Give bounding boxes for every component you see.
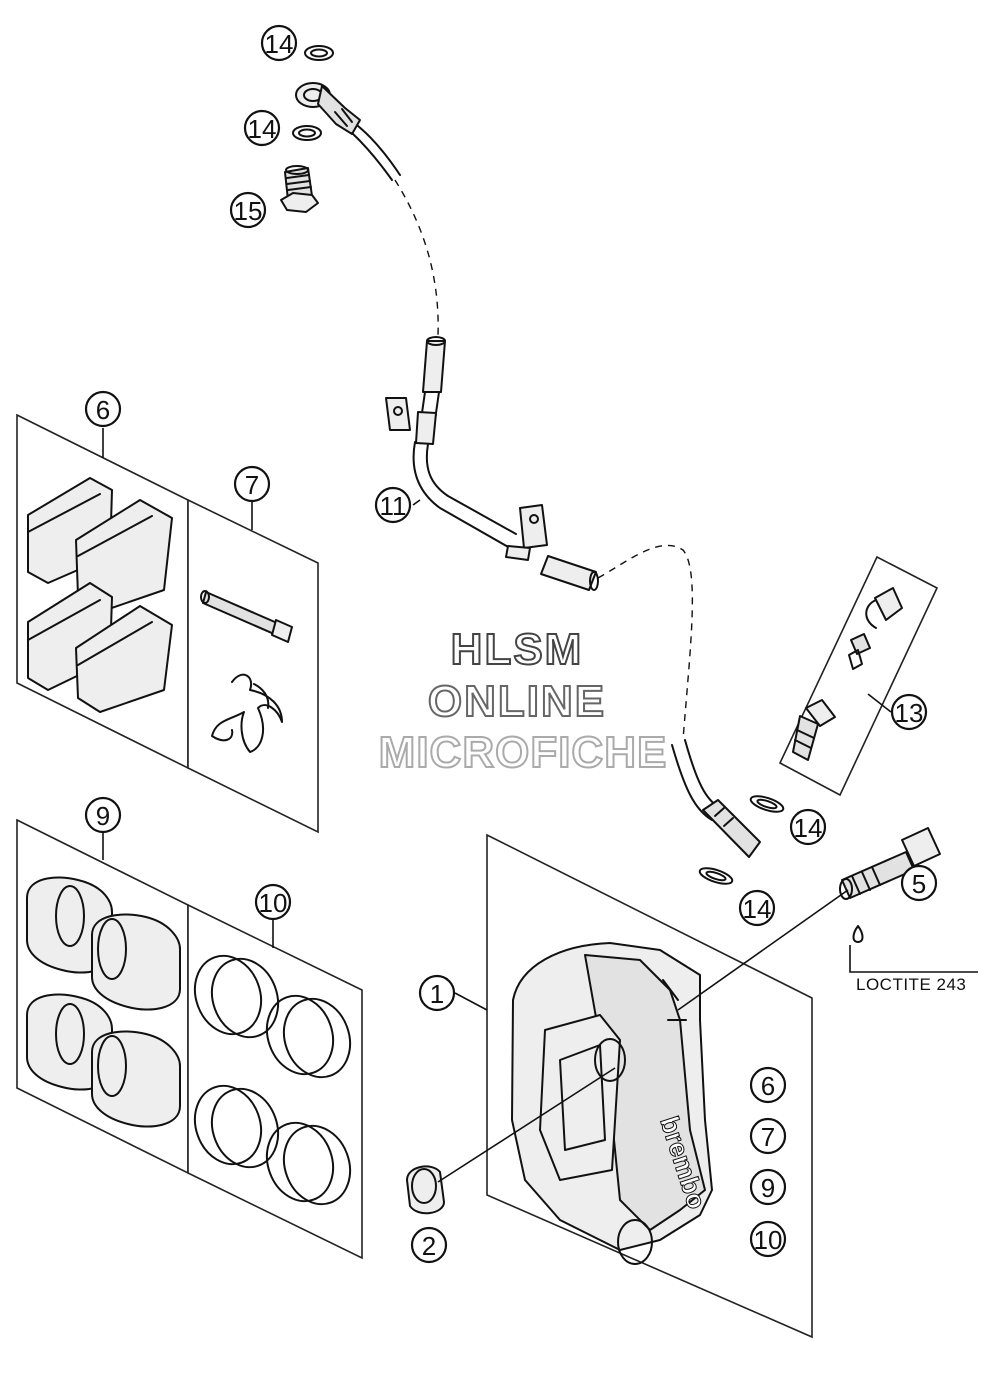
loctite-note: LOCTITE 243	[856, 975, 967, 994]
brake-caliper: brembo	[511, 942, 713, 1265]
callout-number: 15	[234, 196, 263, 226]
callout-10: 10	[254, 883, 292, 921]
callout-number: 7	[761, 1122, 775, 1152]
callout-number: 9	[96, 801, 110, 831]
callout-10: 10	[749, 1220, 787, 1258]
callout-number: 2	[422, 1231, 436, 1261]
piston-set	[26, 876, 181, 1128]
spacer	[406, 1165, 445, 1215]
bleeder-bolt	[792, 699, 836, 761]
washer-top	[304, 45, 334, 61]
callout-number: 14	[248, 114, 277, 144]
brake-pad-set	[27, 477, 173, 713]
callout-number: 14	[794, 813, 823, 843]
watermark-line-2: ONLINE	[427, 676, 607, 727]
seal-set	[193, 954, 352, 1206]
leader-lines	[102, 428, 892, 1183]
callouts: 14 14 15 11 6 7 13 14 14 5 9 10 1 2 6 7 9 10	[84, 24, 938, 1264]
callout-circle	[254, 883, 292, 921]
callout-number: 7	[245, 470, 259, 500]
loctite-drop	[849, 925, 978, 973]
callout-circle	[410, 1226, 448, 1264]
callout-number: 6	[761, 1071, 775, 1101]
callout-circle	[890, 693, 928, 731]
callout-number: 14	[743, 894, 772, 924]
callout-circle	[260, 24, 298, 62]
callout-14: 14	[789, 808, 827, 846]
callout-circle	[233, 465, 271, 503]
callout-circle	[789, 808, 827, 846]
callout-circle	[84, 390, 122, 428]
bleeder-cap	[865, 587, 903, 629]
pad-pin	[200, 590, 293, 643]
callout-circle	[229, 191, 267, 229]
callout-circle	[84, 796, 122, 834]
callout-circle	[749, 1066, 787, 1104]
callout-number: 6	[96, 395, 110, 425]
callout-9: 9	[84, 796, 122, 834]
callout-11: 11	[374, 486, 412, 524]
callout-circle	[900, 864, 938, 902]
watermark-line-3: MICROFICHE	[378, 727, 668, 778]
banjo-bolt	[280, 165, 319, 213]
callout-circle	[738, 889, 776, 927]
washer-lower-1	[749, 795, 785, 813]
callout-6: 6	[749, 1066, 787, 1104]
callout-circle	[749, 1220, 787, 1258]
watermark-line-1: HLSM	[450, 624, 584, 675]
callout-6: 6	[84, 390, 122, 428]
retaining-spring	[211, 673, 283, 753]
washer-mid	[292, 125, 322, 141]
callout-2: 2	[410, 1226, 448, 1264]
callout-circle	[374, 486, 412, 524]
callout-15: 15	[229, 191, 267, 229]
callout-14: 14	[243, 109, 281, 147]
callout-number: 9	[761, 1173, 775, 1203]
callout-number: 10	[259, 888, 288, 918]
callout-5: 5	[900, 864, 938, 902]
callout-circle	[749, 1117, 787, 1155]
brake-line	[385, 179, 761, 858]
callout-circle	[243, 109, 281, 147]
callout-number: 1	[430, 979, 444, 1009]
callout-number: 5	[912, 869, 926, 899]
callout-14: 14	[738, 889, 776, 927]
callout-number: 10	[754, 1225, 783, 1255]
callout-9: 9	[749, 1168, 787, 1206]
callout-number: 13	[895, 698, 924, 728]
callout-7: 7	[233, 465, 271, 503]
washer-lower-2	[698, 867, 734, 885]
callout-circle	[418, 974, 456, 1012]
banjo-fitting-top	[295, 82, 401, 181]
callout-number: 11	[380, 491, 407, 521]
bleeder-screw	[848, 633, 871, 670]
callout-13: 13	[890, 693, 928, 731]
bleeder-kit-panel	[778, 555, 939, 797]
callout-number: 14	[265, 29, 294, 59]
callout-14: 14	[260, 24, 298, 62]
callout-7: 7	[749, 1117, 787, 1155]
callout-1: 1	[418, 974, 456, 1012]
callout-circle	[749, 1168, 787, 1206]
